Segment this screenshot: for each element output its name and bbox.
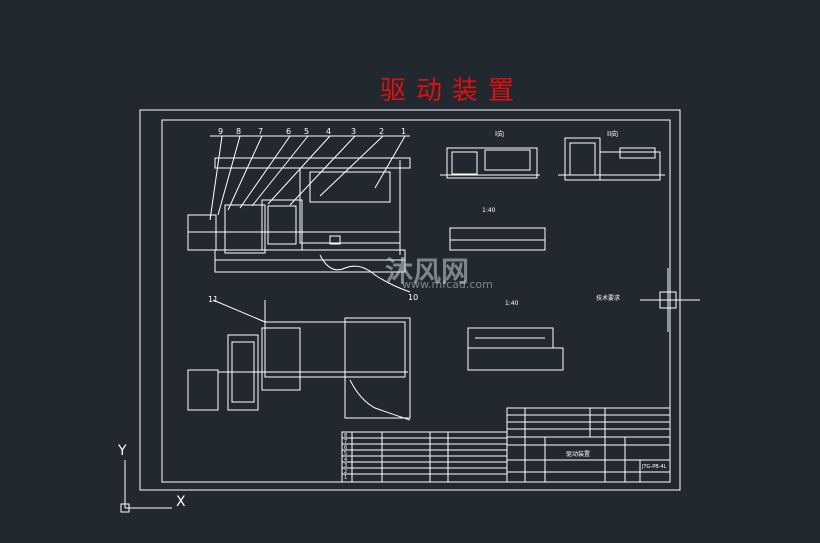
- detail-drawing: [467, 327, 564, 371]
- parts-row-3: 3: [344, 463, 348, 469]
- callout-9: 9: [218, 127, 224, 136]
- center-mark: [640, 268, 700, 332]
- parts-row-1: 1: [344, 475, 348, 481]
- parts-list-table: [341, 431, 508, 483]
- ucs-icon: [120, 460, 172, 513]
- drawing-title: 驱动装置: [380, 76, 525, 106]
- ucs-y-label: Y: [118, 443, 127, 459]
- callout-6: 6: [286, 127, 292, 136]
- tech-req-title: 技术要求: [596, 295, 621, 302]
- callout-4: 4: [326, 127, 332, 136]
- scale-label-1: 1:40: [482, 207, 496, 214]
- ucs-x-label: X: [176, 494, 186, 510]
- view-ii-drawing: [558, 137, 665, 181]
- main-elevation-view: [187, 135, 411, 273]
- callout-2: 2: [379, 127, 385, 136]
- callout-8: 8: [236, 127, 242, 136]
- callout-3: 3: [351, 127, 357, 136]
- title-block-code: JTG-PB-4L: [642, 464, 667, 470]
- view-i-label: I向: [495, 130, 505, 138]
- parts-row-2: 2: [344, 469, 348, 475]
- scale-label-2: 1:40: [505, 300, 519, 307]
- view-i-drawing: [440, 147, 546, 251]
- parts-row-7: 7: [344, 439, 348, 445]
- title-block: [506, 407, 671, 483]
- view-ii-label: II向: [607, 130, 619, 138]
- callout-11: 11: [208, 295, 219, 304]
- parts-row-8: 8: [344, 433, 348, 439]
- parts-row-4: 4: [344, 457, 348, 463]
- callout-7: 7: [258, 127, 264, 136]
- title-block-name: 驱动装置: [566, 451, 591, 458]
- parts-row-5: 5: [344, 451, 348, 457]
- callout-1: 1: [401, 127, 407, 136]
- watermark-url: www.mfcad.com: [402, 278, 493, 291]
- parts-row-6: 6: [344, 445, 348, 451]
- plan-view: [187, 299, 411, 421]
- callout-10: 10: [408, 293, 419, 302]
- watermark-text: 沐风网: [385, 255, 470, 288]
- callout-5: 5: [304, 127, 310, 136]
- break-line: [319, 254, 411, 293]
